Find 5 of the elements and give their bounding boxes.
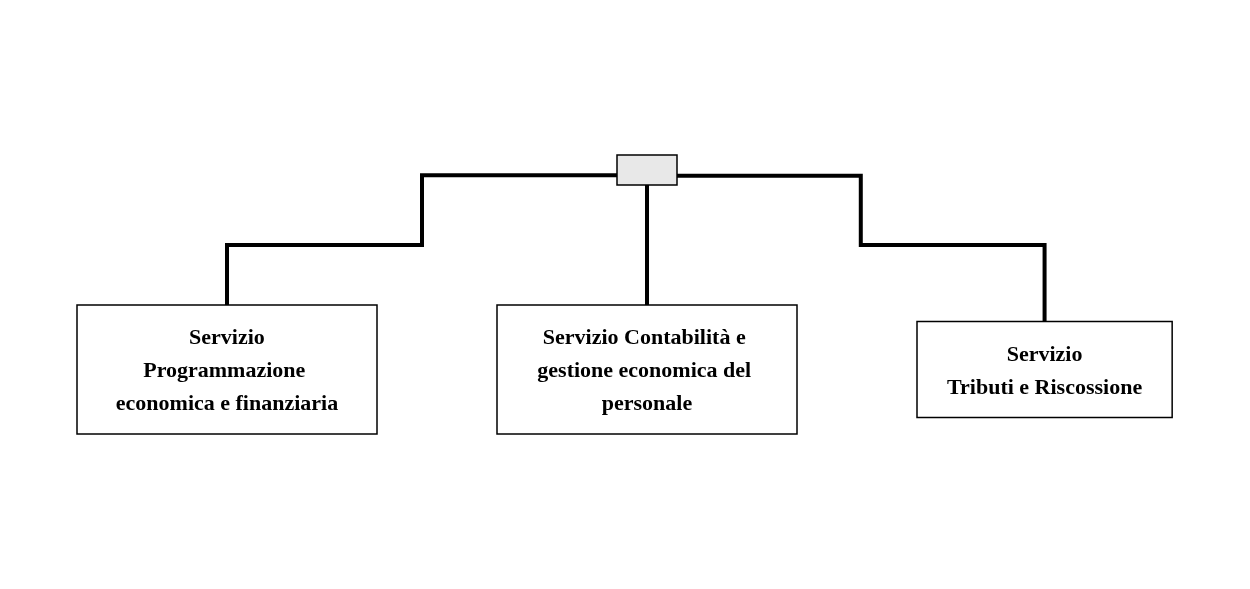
node-box: Servizio Tributi e Riscossione bbox=[916, 320, 1174, 419]
connector bbox=[225, 173, 618, 307]
node-box bbox=[616, 154, 679, 186]
node-box: Servizio Programmazione economica e finanziaria bbox=[76, 304, 379, 435]
node-box: Servizio Contabilità e gestione economica del personale bbox=[496, 304, 799, 435]
